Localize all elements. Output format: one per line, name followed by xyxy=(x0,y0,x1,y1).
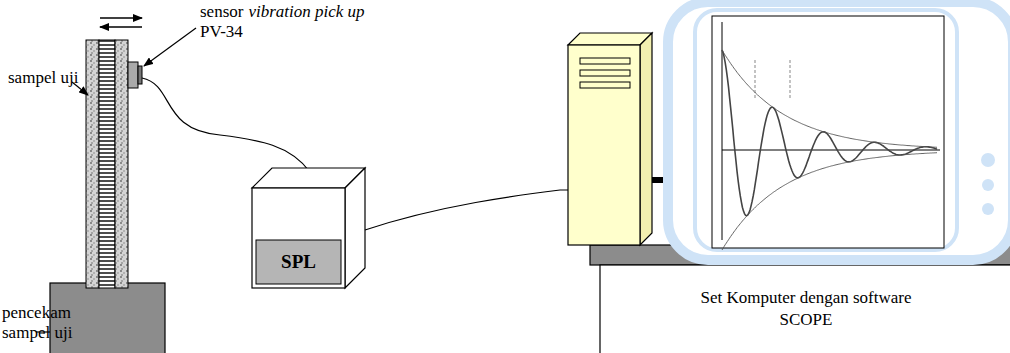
spl-box xyxy=(252,168,365,288)
part-label: sampel uji xyxy=(8,68,78,88)
table-box: Set Komputer dengan software SCOPE xyxy=(600,265,1010,353)
monitor xyxy=(668,2,1010,260)
damped-oscillation-graph xyxy=(722,22,940,250)
graph-line xyxy=(722,50,937,216)
part-label: PV-34 xyxy=(200,22,243,42)
computer-tower xyxy=(568,33,652,245)
graph-line xyxy=(755,60,790,100)
motion-arrow xyxy=(100,17,142,18)
cable xyxy=(142,78,310,172)
motion-arrow xyxy=(100,26,142,27)
part-label: vibration pick up xyxy=(248,2,364,22)
leader-line xyxy=(144,28,196,66)
part-label: pencekam xyxy=(2,303,71,323)
device-label-panel: SPL xyxy=(256,240,341,284)
node-text: SPL xyxy=(281,251,316,273)
part-label: sampel uji xyxy=(2,323,72,343)
cable xyxy=(365,190,572,230)
graph-line xyxy=(722,153,937,250)
sensor xyxy=(128,62,142,88)
graph-line xyxy=(722,150,940,151)
node-text: Set Komputer dengan software SCOPE xyxy=(686,287,926,331)
sample xyxy=(86,40,128,288)
part-label: sensor xyxy=(200,2,243,22)
graph-line xyxy=(722,22,723,240)
graph-line xyxy=(722,50,937,147)
